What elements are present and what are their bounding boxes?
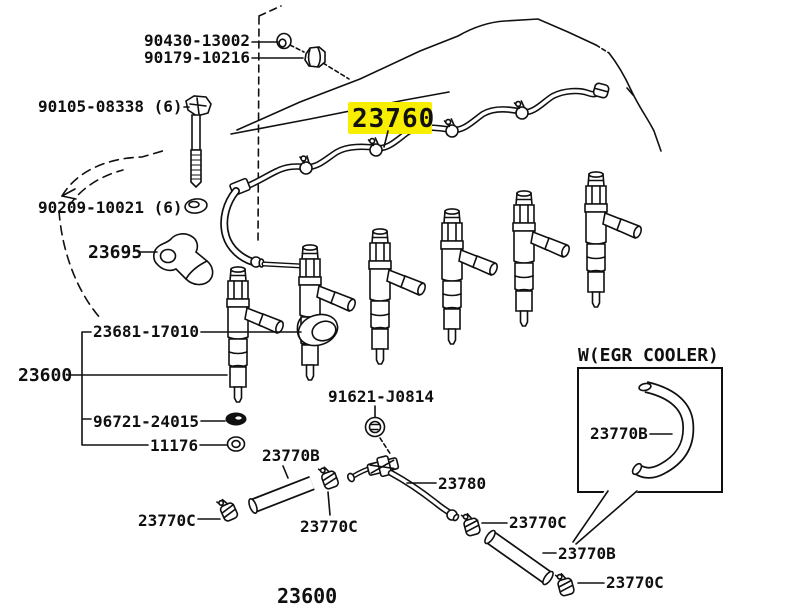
washer-96721 [225, 412, 247, 426]
hose-23770b-center [248, 476, 315, 514]
highlight-23760 [348, 102, 432, 134]
injector-4 [440, 208, 500, 345]
part-label-23770c-bottom: 23770C [606, 573, 664, 592]
grommet-90430 [276, 32, 292, 50]
part-label-23770b-center: 23770B [262, 446, 320, 465]
pipe-clamp [443, 117, 460, 139]
egr-cooler-box [572, 367, 723, 545]
part-label-23770c-right: 23770C [509, 513, 567, 532]
bolt-90105 [185, 95, 212, 189]
part-label-23600-left: 23600 [18, 365, 72, 386]
pipe-clamp [299, 155, 313, 175]
part-label-90105-08338: 90105-08338 (6) [38, 97, 183, 116]
injector-6 [584, 171, 644, 308]
injection-pipe-23760 [229, 82, 610, 197]
hose-clamp-23770c-mid [317, 463, 341, 491]
part-label-23770b-right: 23770B [558, 544, 616, 563]
hose-clamp-23770c-right [460, 510, 482, 538]
pipe-clamp [367, 136, 384, 158]
part-label-23600-bottom: 23600 [277, 584, 337, 605]
part-label-90430-13002: 90430-13002 [144, 31, 250, 50]
part-label-90179-10216: 90179-10216 [144, 48, 250, 67]
part-label-23770b-egr: 23770B [590, 424, 648, 443]
construction-lines [58, 5, 350, 320]
egr-cooler-header: W(EGR COOLER) [578, 345, 719, 366]
part-label-23760-highlighted: 23760 [352, 104, 435, 134]
leader-lines [67, 41, 673, 584]
injector-1 [226, 266, 286, 403]
part-label-23770c-mid: 23770C [300, 517, 358, 536]
part-label-90209-10021: 90209-10021 (6) [38, 198, 183, 217]
nozzle-holder-clamp-23695 [153, 233, 214, 286]
part-label-96721-24015: 96721-24015 [93, 412, 199, 431]
part-label-23681-17010: 23681-17010 [93, 322, 199, 341]
part-label-23695: 23695 [88, 242, 142, 263]
injector-2 [298, 244, 358, 381]
part-label-23780: 23780 [438, 474, 486, 493]
injector-3 [368, 228, 428, 365]
bolt-91621 [364, 416, 386, 438]
part-label-91621-j0814: 91621-J0814 [328, 387, 434, 406]
pipe-end-fitting [592, 82, 610, 99]
hose-23770b-right [484, 529, 554, 586]
fuel-return-hose [220, 187, 305, 269]
nut-90179 [304, 46, 326, 68]
washer-11176 [226, 436, 246, 452]
nozzle-seat-23681 [296, 313, 339, 347]
washer-90209 [184, 198, 208, 214]
injector-5 [512, 190, 572, 327]
return-pipe-23780 [346, 455, 460, 522]
assembly-dash-line [379, 437, 392, 456]
part-label-23770c-left: 23770C [138, 511, 196, 530]
hose-clamp-23770c-bottom [554, 570, 576, 598]
pipe-clamp [513, 99, 530, 121]
part-label-11176: 11176 [150, 436, 198, 455]
